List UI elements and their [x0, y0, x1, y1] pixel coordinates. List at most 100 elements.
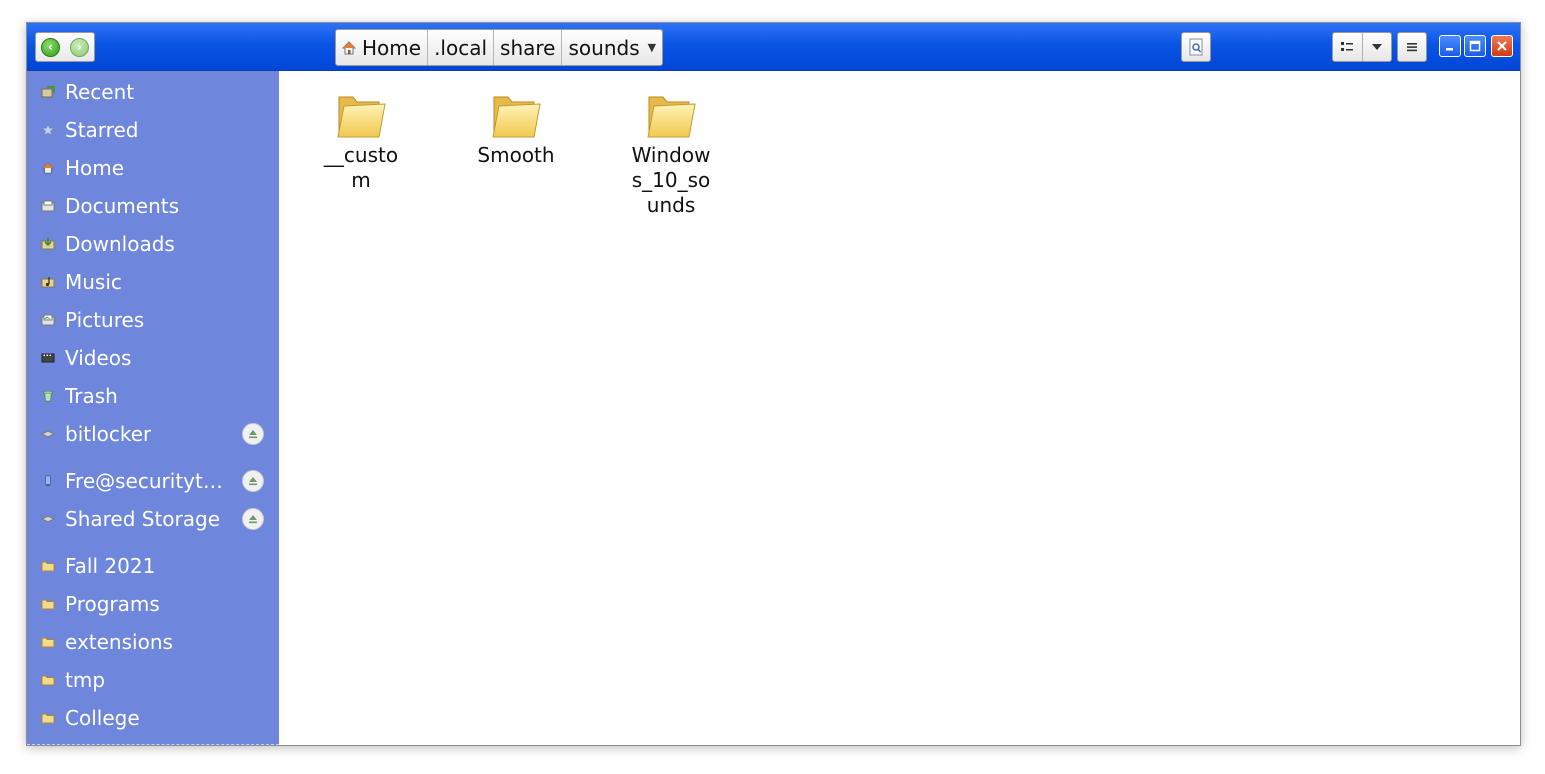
sidebar-item-label: Videos [65, 346, 132, 370]
sidebar-item-tmp[interactable]: tmp [27, 662, 279, 698]
file-name: Smooth [477, 143, 555, 167]
sidebar-item-label: Pictures [65, 308, 145, 332]
folder-icon [492, 96, 541, 138]
sidebar-item-label: Shared Storage [65, 507, 221, 531]
music-icon [41, 277, 55, 288]
view-dropdown-button[interactable] [1363, 33, 1392, 61]
home-icon [41, 162, 55, 174]
sidebar-item-label: bitlocker [65, 422, 152, 446]
navigation-buttons: ‹ › [35, 32, 95, 62]
sidebar-item-bitlocker[interactable]: bitlocker [27, 416, 279, 452]
sidebar-item-label: Fall 2021 [65, 554, 156, 578]
sidebar-item-recent[interactable]: Recent [27, 74, 279, 110]
sidebar-item-label: Home [65, 156, 125, 180]
list-view-button[interactable] [1333, 33, 1363, 61]
crumb-label: sounds [568, 35, 640, 60]
close-button[interactable] [1491, 35, 1513, 57]
sidebar: Recent Starred Home Documents Downl [27, 71, 279, 745]
close-icon [1497, 41, 1507, 51]
path-bar: Home .local share sounds ▼ [335, 29, 664, 66]
documents-icon [41, 200, 55, 212]
folder-icon [647, 96, 696, 138]
file-item-windows-10-sounds[interactable]: Windows_10_sounds [611, 89, 731, 218]
star-icon [42, 124, 54, 136]
crumb-sounds[interactable]: sounds ▼ [562, 30, 662, 65]
sidebar-item-label: Starred [65, 118, 139, 142]
minimize-icon [1446, 48, 1453, 51]
file-view[interactable]: __custom Smooth [279, 71, 1520, 745]
home-icon [342, 40, 356, 54]
crumb-share[interactable]: share [494, 30, 563, 65]
view-options [1332, 32, 1392, 62]
sidebar-item-trash[interactable]: Trash [27, 378, 279, 414]
back-button[interactable]: ‹ [39, 35, 63, 59]
folder-icon [41, 599, 55, 610]
eject-icon [249, 515, 257, 524]
go-back-icon: ‹ [41, 37, 60, 57]
maximize-button[interactable] [1464, 35, 1486, 57]
file-item-custom[interactable]: __custom [301, 89, 421, 193]
sidebar-item-documents[interactable]: Documents [27, 188, 279, 224]
sidebar-item-label: extensions [65, 630, 173, 654]
chevron-down-icon [1371, 44, 1382, 50]
sidebar-item-label: Documents [65, 194, 180, 218]
list-view-icon [1341, 42, 1354, 51]
maximize-icon [1469, 40, 1481, 52]
sidebar-item-music[interactable]: Music [27, 264, 279, 300]
sidebar-item-label: Downloads [65, 232, 175, 256]
folder-icon [337, 96, 386, 138]
sidebar-item-pictures[interactable]: Pictures [27, 302, 279, 338]
crumb-label: Home [362, 35, 422, 60]
hamburger-menu-icon [1407, 43, 1417, 52]
sidebar-item-label: Trash [65, 384, 118, 408]
file-manager-window: ‹ › Home .local share sounds [26, 22, 1521, 746]
network-drive-icon [45, 475, 51, 487]
sidebar-item-programs[interactable]: Programs [27, 586, 279, 622]
sidebar-item-label: College [65, 706, 140, 730]
forward-button[interactable]: › [68, 35, 92, 59]
drive-icon [41, 430, 55, 438]
sidebar-item-fall-2021[interactable]: Fall 2021 [27, 548, 279, 584]
sidebar-item-network-share[interactable]: Fre@securityto… [27, 463, 279, 499]
eject-button[interactable] [242, 508, 264, 530]
sidebar-item-label: tmp [65, 668, 106, 692]
sidebar-item-extensions[interactable]: extensions [27, 624, 279, 660]
header-bar: ‹ › Home .local share sounds [27, 23, 1520, 71]
drive-icon [41, 515, 55, 523]
crumb-local[interactable]: .local [428, 30, 495, 65]
go-forward-icon: › [70, 37, 89, 57]
videos-icon [41, 353, 55, 363]
file-name: __custom [323, 143, 399, 192]
eject-icon [249, 477, 257, 486]
folder-icon [41, 713, 55, 724]
crumb-label: share [500, 35, 556, 60]
file-item-smooth[interactable]: Smooth [456, 89, 576, 168]
search-button[interactable] [1181, 32, 1211, 62]
pictures-icon [41, 314, 55, 326]
file-name: Windows_10_sounds [631, 143, 711, 217]
sidebar-item-shared-storage[interactable]: Shared Storage [27, 501, 279, 537]
folder-icon [41, 637, 55, 648]
eject-button[interactable] [242, 470, 264, 492]
sidebar-item-college[interactable]: College [27, 700, 279, 736]
sidebar-item-label: Fre@securityto… [65, 469, 235, 493]
sidebar-item-videos[interactable]: Videos [27, 340, 279, 376]
sidebar-item-downloads[interactable]: Downloads [27, 226, 279, 262]
downloads-icon [41, 238, 55, 250]
chevron-down-icon: ▼ [647, 41, 657, 54]
sidebar-item-label: Recent [65, 80, 135, 104]
sidebar-item-home[interactable]: Home [27, 150, 279, 186]
recent-icon [41, 86, 55, 98]
search-icon [1189, 38, 1203, 56]
menu-button[interactable] [1397, 32, 1427, 62]
folder-icon [41, 675, 55, 686]
crumb-home[interactable]: Home [336, 30, 429, 65]
sidebar-item-label: Music [65, 270, 122, 294]
sidebar-item-starred[interactable]: Starred [27, 112, 279, 148]
folder-icon [41, 561, 55, 572]
sidebar-item-label: Programs [65, 592, 160, 616]
trash-icon [43, 390, 53, 402]
eject-icon [249, 430, 257, 439]
eject-button[interactable] [242, 423, 264, 445]
minimize-button[interactable] [1439, 35, 1461, 57]
